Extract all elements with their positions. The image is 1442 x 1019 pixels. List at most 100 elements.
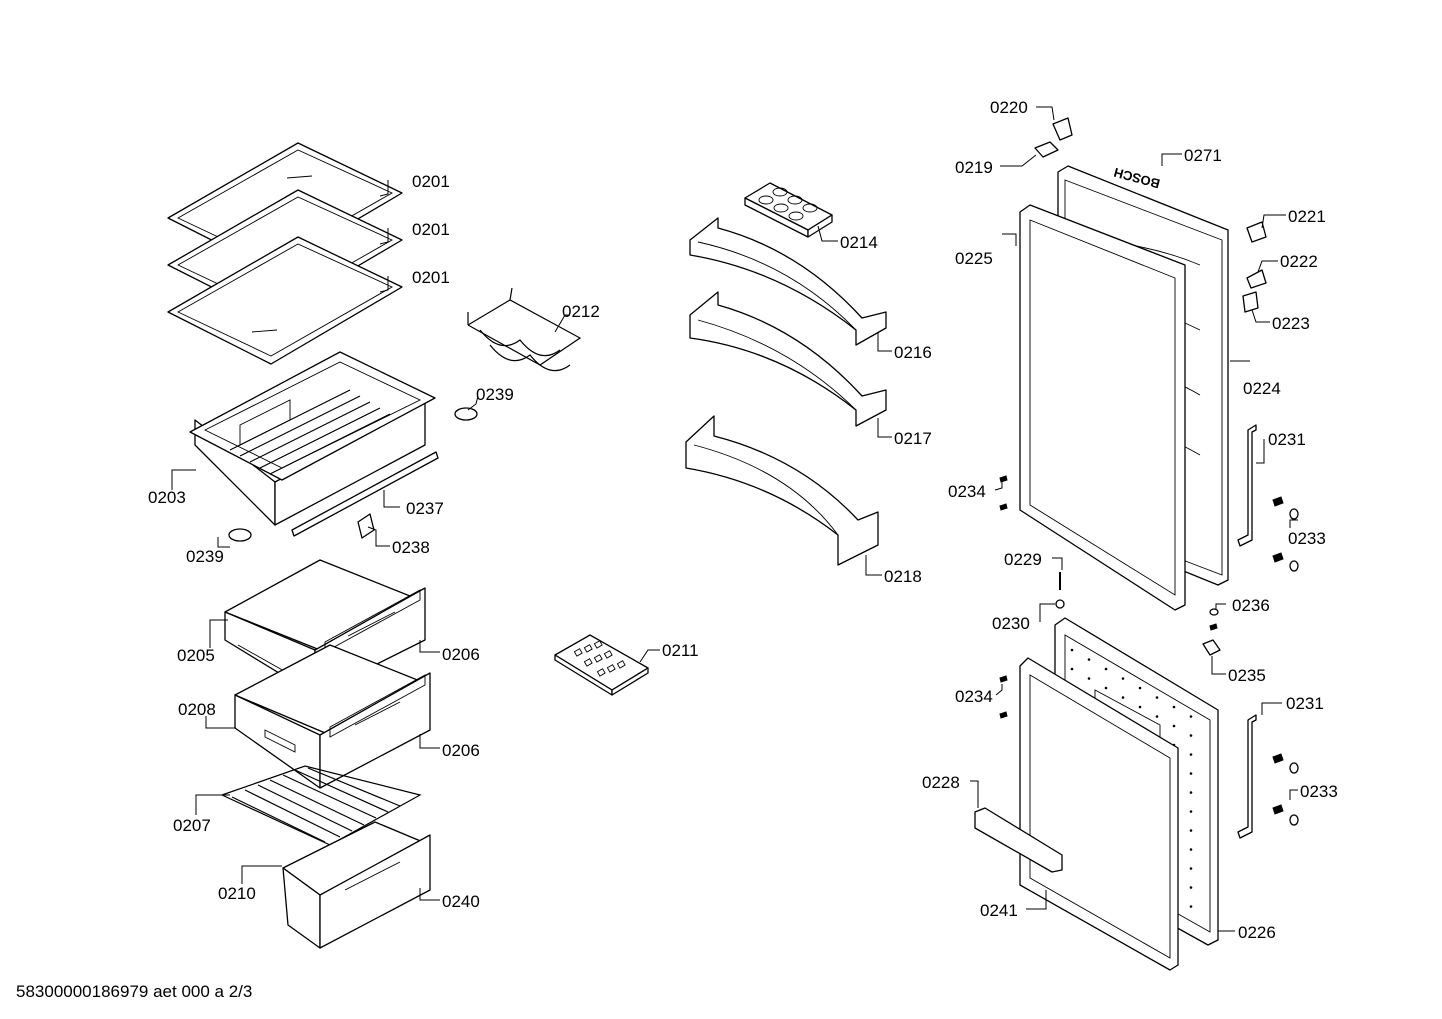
label-0203: 0203 xyxy=(148,488,186,507)
label-0237: 0237 xyxy=(406,499,444,518)
screw xyxy=(999,475,1008,483)
label-0211: 0211 xyxy=(662,641,699,660)
label-0228: 0228 xyxy=(922,773,960,792)
label-0225: 0225 xyxy=(955,249,993,268)
front-strip xyxy=(291,451,439,537)
label-0240: 0240 xyxy=(442,892,480,911)
upper-door-gasket xyxy=(1019,204,1186,611)
document-number-footer: 58300000186979 aet 000 a 2/3 xyxy=(16,982,253,1001)
liner-dot xyxy=(1189,886,1193,889)
label-0241: 0241 xyxy=(980,901,1018,920)
label-0205: 0205 xyxy=(177,646,215,665)
screw xyxy=(1209,623,1218,631)
label-0223: 0223 xyxy=(1272,314,1310,333)
liner-dot xyxy=(1155,696,1159,699)
label-0234: 0234 xyxy=(948,482,986,501)
door-shelf xyxy=(689,291,887,427)
liner-dot xyxy=(1138,686,1142,690)
liner-dot xyxy=(1189,829,1193,832)
label-0201: 0201 xyxy=(412,220,450,239)
liner-dot xyxy=(1189,772,1193,775)
label-0217: 0217 xyxy=(894,429,932,448)
liner-dot xyxy=(1104,686,1108,690)
label-0221: 0221 xyxy=(1288,207,1326,226)
egg-tray xyxy=(744,182,833,238)
clip xyxy=(357,513,375,539)
flap xyxy=(974,807,1063,873)
cap xyxy=(228,528,252,542)
hinge-cover xyxy=(1034,141,1059,158)
liner-dot xyxy=(1155,715,1159,718)
glass-shelf xyxy=(167,236,403,365)
label-0201: 0201 xyxy=(412,268,450,287)
liner-dot xyxy=(1070,667,1074,671)
hinge-pin xyxy=(1055,572,1065,609)
hinge xyxy=(1246,221,1267,243)
label-0233: 0233 xyxy=(1300,782,1338,801)
label-0201: 0201 xyxy=(412,172,450,191)
door-handle xyxy=(1237,424,1257,547)
liner-dot xyxy=(1189,753,1193,756)
label-0218: 0218 xyxy=(884,567,922,586)
label-0234: 0234 xyxy=(955,687,993,706)
liner-dot xyxy=(1189,791,1193,794)
liner-dot xyxy=(1070,648,1074,652)
liner-dot xyxy=(1189,715,1193,718)
hinge xyxy=(1052,117,1073,141)
label-0226: 0226 xyxy=(1238,923,1276,942)
door-shelf xyxy=(689,217,887,346)
screw xyxy=(1272,804,1284,815)
label-0212: 0212 xyxy=(562,302,600,321)
ice-tray xyxy=(554,634,649,696)
label-0236: 0236 xyxy=(1232,596,1270,615)
label-0238: 0238 xyxy=(392,538,430,557)
hinge-bracket xyxy=(1246,269,1267,289)
cap xyxy=(1289,560,1299,572)
liner-dot xyxy=(1087,677,1091,680)
screw xyxy=(1272,496,1284,507)
liner-dot xyxy=(1121,677,1125,680)
cover-plate xyxy=(1242,291,1259,313)
liner-dot xyxy=(1121,696,1125,699)
label-0239: 0239 xyxy=(186,547,224,566)
liner-dot xyxy=(1138,705,1142,709)
label-0220: 0220 xyxy=(990,98,1028,117)
label-0216: 0216 xyxy=(894,343,932,362)
liner-dot xyxy=(1189,867,1193,870)
cap xyxy=(1289,814,1299,826)
label-0230: 0230 xyxy=(992,614,1030,633)
screw xyxy=(1272,753,1284,764)
label-0206: 0206 xyxy=(442,741,480,760)
bearing xyxy=(1202,639,1221,656)
door-handle xyxy=(1237,714,1257,839)
lower-door-gasket xyxy=(1019,657,1179,971)
liner-dot xyxy=(1087,658,1091,661)
screw xyxy=(999,711,1008,719)
label-0210: 0210 xyxy=(218,884,256,903)
wire-rack xyxy=(220,765,422,846)
label-0206: 0206 xyxy=(442,645,480,664)
label-0233: 0233 xyxy=(1288,529,1326,548)
label-0235: 0235 xyxy=(1228,666,1266,685)
label-0222: 0222 xyxy=(1280,252,1318,271)
screw xyxy=(1272,552,1284,563)
liner-dot xyxy=(1172,705,1176,709)
liner-dot xyxy=(1189,810,1193,813)
drawer xyxy=(234,644,431,789)
screw xyxy=(999,503,1008,511)
label-0271: 0271 xyxy=(1184,146,1222,165)
door-shelf xyxy=(685,415,879,566)
label-0231: 0231 xyxy=(1286,694,1324,713)
freezer-drawer xyxy=(282,821,431,949)
crisper-drawer xyxy=(189,351,436,526)
label-0239: 0239 xyxy=(476,385,514,404)
label-0219: 0219 xyxy=(955,158,993,177)
leader-lines xyxy=(171,106,1298,932)
liner-dot xyxy=(1172,724,1176,728)
liner-dot xyxy=(1189,734,1193,737)
label-0224: 0224 xyxy=(1243,379,1281,398)
liner-dot xyxy=(1189,905,1193,908)
screw xyxy=(999,675,1008,683)
cap xyxy=(1289,762,1299,774)
